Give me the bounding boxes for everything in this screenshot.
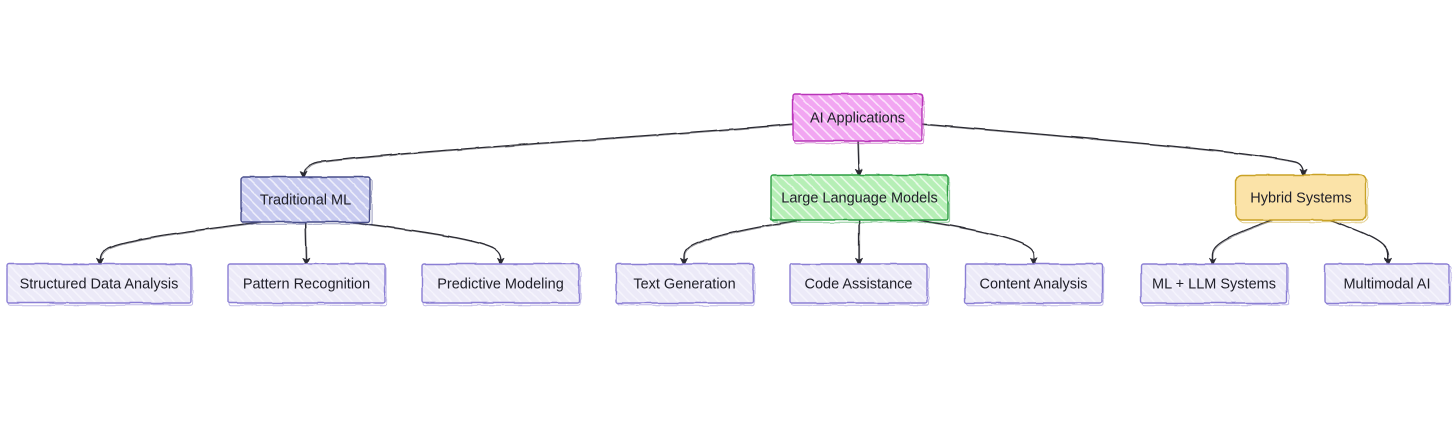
- node-label: Content Analysis: [979, 276, 1087, 292]
- node-structured-data-analysis[interactable]: Structured Data Analysis: [6, 263, 194, 306]
- edge-sketch-stroke: [1213, 220, 1274, 266]
- node-pattern-recognition[interactable]: Pattern Recognition: [227, 263, 388, 306]
- edge-sketch-stroke: [352, 222, 503, 266]
- node-label: Text Generation: [633, 276, 735, 292]
- node-predictive-modeling[interactable]: Predictive Modeling: [421, 263, 582, 306]
- edge-root-to-large-language-models: [854, 140, 863, 177]
- node-hatch-fill: [423, 265, 578, 302]
- edge-sketch-stroke: [922, 124, 1306, 177]
- edge-line: [300, 123, 794, 179]
- edge-large-language-models-to-content-analysis: [917, 219, 1038, 266]
- node-label: ML + LLM Systems: [1152, 276, 1276, 292]
- edge-line: [96, 221, 261, 266]
- edge-sketch-stroke: [100, 222, 262, 266]
- edge-traditional-ml-to-pattern-recognition: [301, 221, 310, 266]
- node-label: Large Language Models: [781, 190, 937, 206]
- node-hatch-fill: [794, 95, 921, 140]
- edge-line: [1209, 219, 1273, 266]
- node-hatch-fill: [229, 265, 384, 302]
- edge-line: [917, 219, 1038, 266]
- node-hatch-fill: [791, 265, 926, 302]
- edge-line: [921, 123, 1308, 177]
- node-large-language-models[interactable]: Large Language Models: [770, 174, 951, 223]
- edge-root-to-traditional-ml: [300, 123, 795, 179]
- node-content-analysis[interactable]: Content Analysis: [964, 263, 1105, 306]
- node-traditional-ml[interactable]: Traditional ML: [240, 176, 373, 225]
- edge-large-language-models-to-text-generation: [680, 219, 802, 266]
- node-text-generation[interactable]: Text Generation: [615, 263, 756, 306]
- node-box[interactable]: [1235, 174, 1367, 221]
- edge-traditional-ml-to-structured-data-analysis: [96, 221, 262, 266]
- node-hatch-fill: [1326, 265, 1448, 302]
- edge-root-to-hybrid-systems: [921, 123, 1308, 177]
- edge-sketch-stroke: [304, 124, 795, 179]
- node-label: Multimodal AI: [1343, 276, 1430, 292]
- node-multimodal-ai[interactable]: Multimodal AI: [1324, 263, 1452, 306]
- node-hatch-fill: [772, 176, 947, 219]
- node-hatch-fill: [1142, 265, 1286, 302]
- node-label: Predictive Modeling: [437, 276, 564, 292]
- node-hatch-fill: [8, 265, 190, 302]
- node-label: Traditional ML: [260, 192, 351, 208]
- edge-line: [351, 221, 505, 266]
- node-label: Hybrid Systems: [1250, 190, 1352, 206]
- node-label: AI Applications: [810, 110, 905, 126]
- edge-sketch-stroke: [684, 220, 802, 266]
- node-hatch-fill: [242, 178, 369, 221]
- node-label: Code Assistance: [804, 276, 912, 292]
- edge-hybrid-systems-to-multimodal-ai: [1329, 219, 1392, 266]
- edge-line: [301, 221, 310, 266]
- edge-line: [1329, 219, 1392, 266]
- node-hatch-fill: [966, 265, 1101, 302]
- node-code-assistance[interactable]: Code Assistance: [789, 263, 930, 306]
- node-hatch-fill: [617, 265, 752, 302]
- edge-line: [854, 140, 863, 177]
- edge-hybrid-systems-to-ml-llm-systems: [1209, 219, 1274, 266]
- node-hybrid-systems[interactable]: Hybrid Systems: [1235, 174, 1369, 223]
- edges-layer: [96, 123, 1392, 266]
- edge-sketch-stroke: [918, 220, 1036, 266]
- edge-line: [680, 219, 801, 266]
- node-root[interactable]: AI Applications: [792, 93, 925, 144]
- node-ml-llm-systems[interactable]: ML + LLM Systems: [1140, 263, 1290, 306]
- edge-traditional-ml-to-predictive-modeling: [351, 221, 505, 266]
- node-label: Pattern Recognition: [243, 276, 370, 292]
- edge-large-language-models-to-code-assistance: [855, 219, 863, 266]
- node-label: Structured Data Analysis: [20, 276, 179, 292]
